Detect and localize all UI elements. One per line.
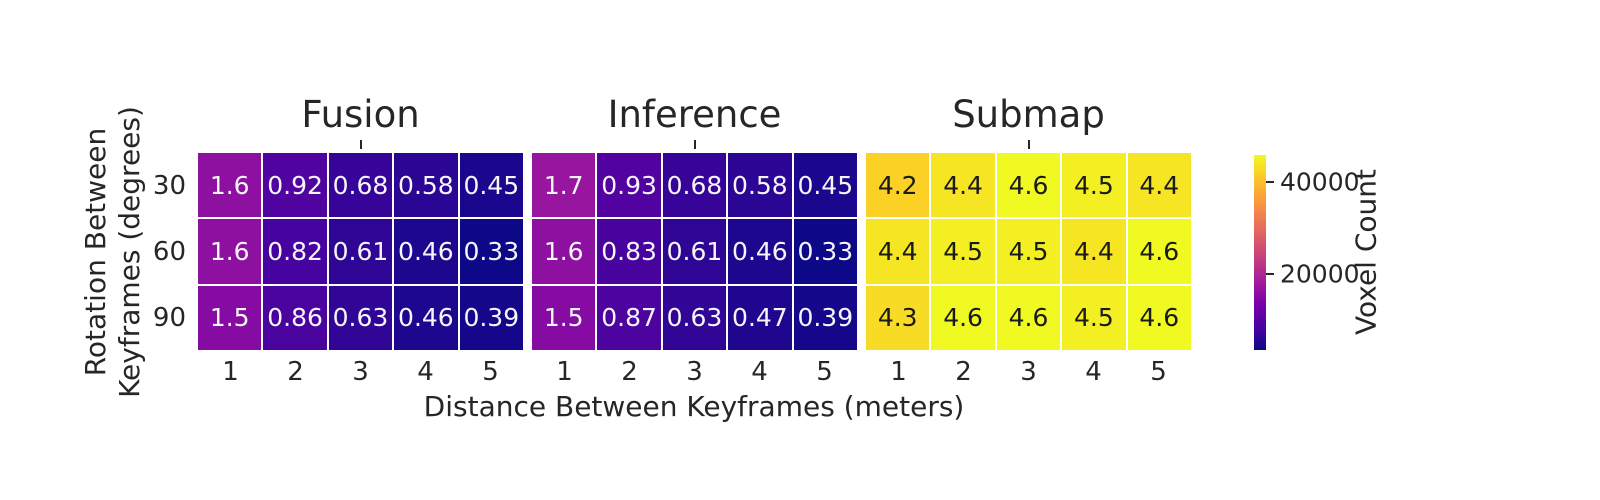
heatmap-cell: 0.68 [328,153,393,218]
x-tick-label: 4 [417,357,434,387]
heatmap-cell: 1.5 [532,285,596,350]
y-tick-label: 90 [152,303,186,333]
x-axis-label: Distance Between Keyframes (meters) [423,390,965,423]
x-tick-label: 3 [1020,357,1037,387]
panel-title: Submap [952,93,1105,136]
x-tick-labels: 1 2 3 4 5 [198,357,523,387]
heatmap-cell: 1.6 [532,219,596,284]
x-tick-labels: 1 2 3 4 5 [866,357,1191,387]
heatmap-cell: 0.45 [793,153,857,218]
x-tick-label: 1 [890,357,907,387]
heatmap-cell: 0.46 [728,219,792,284]
heatmap-cell: 0.58 [728,153,792,218]
heatmap-cell: 4.6 [996,285,1061,350]
heatmap-cell: 1.7 [532,153,596,218]
x-tick-label: 1 [222,357,239,387]
heatmap-cell: 0.68 [662,153,727,218]
colorbar-tick-mark [1266,181,1274,184]
heatmap-cell: 1.6 [198,153,262,218]
heatmap-cell: 0.33 [459,219,523,284]
y-axis-label-line1: Rotation Between [79,127,112,377]
heatmap-cell: 4.5 [1062,153,1126,218]
heatmap-cell: 0.46 [394,285,458,350]
top-tick-mark [1027,140,1030,149]
heatmap-cell: 0.58 [394,153,458,218]
heatmap-cell: 4.4 [931,153,995,218]
heatmap-cell: 4.4 [1062,219,1126,284]
heatmap-cell: 4.6 [931,285,995,350]
heatmap-cell: 4.6 [1127,219,1191,284]
x-tick-labels: 1 2 3 4 5 [532,357,857,387]
top-tick-mark [693,140,696,149]
heatmap-cell: 4.4 [866,219,930,284]
heatmap-cell: 4.5 [996,219,1061,284]
heatmap-cell: 4.6 [996,153,1061,218]
heatmap-cell: 0.39 [793,285,857,350]
panel-title: Fusion [301,93,420,136]
x-tick-label: 4 [1085,357,1102,387]
heatmap-cell: 0.83 [597,219,661,284]
x-tick-label: 5 [816,357,833,387]
y-tick-label: 60 [152,237,186,267]
x-tick-label: 2 [955,357,972,387]
heatmap-cell: 1.5 [198,285,262,350]
heatmap-cell: 0.87 [597,285,661,350]
colorbar: 20000 40000 [1254,155,1360,350]
heatmap-cell: 1.6 [198,219,262,284]
heatmap-cell: 4.5 [931,219,995,284]
x-tick-label: 3 [686,357,703,387]
colorbar-tick-mark [1266,272,1274,275]
x-tick-label: 1 [556,357,573,387]
x-tick-label: 4 [751,357,768,387]
colorbar-tick-label: 40000 [1280,167,1360,197]
heatmap-cell: 0.82 [263,219,327,284]
heatmap-cell: 0.93 [597,153,661,218]
heatmap-cell: 0.47 [728,285,792,350]
heatmap-cell: 4.5 [1062,285,1126,350]
heatmap-cell: 0.33 [793,219,857,284]
y-tick-label: 30 [152,171,186,201]
heatmap-cell: 0.61 [328,219,393,284]
x-tick-label: 2 [287,357,304,387]
heatmap-cell: 4.6 [1127,285,1191,350]
heatmap-cell: 4.2 [866,153,930,218]
heatmap-cell: 0.86 [263,285,327,350]
heatmap-cell: 0.61 [662,219,727,284]
panel-title: Inference [607,93,782,136]
heatmap-cell: 0.46 [394,219,458,284]
heatmap-cell: 0.63 [662,285,727,350]
colorbar-tick-label: 20000 [1280,259,1360,289]
heatmap-cell: 0.45 [459,153,523,218]
top-tick-mark [359,140,362,149]
heatmap-cell: 0.92 [263,153,327,218]
x-tick-label: 2 [621,357,638,387]
colorbar-label: Voxel Count [1349,168,1383,336]
heatmap-cell: 4.3 [866,285,930,350]
heatmap-cell: 0.39 [459,285,523,350]
heatmap-cell: 0.63 [328,285,393,350]
heatmap-cell: 4.4 [1127,153,1191,218]
x-tick-label: 3 [352,357,369,387]
x-tick-label: 5 [482,357,499,387]
x-tick-label: 5 [1150,357,1167,387]
